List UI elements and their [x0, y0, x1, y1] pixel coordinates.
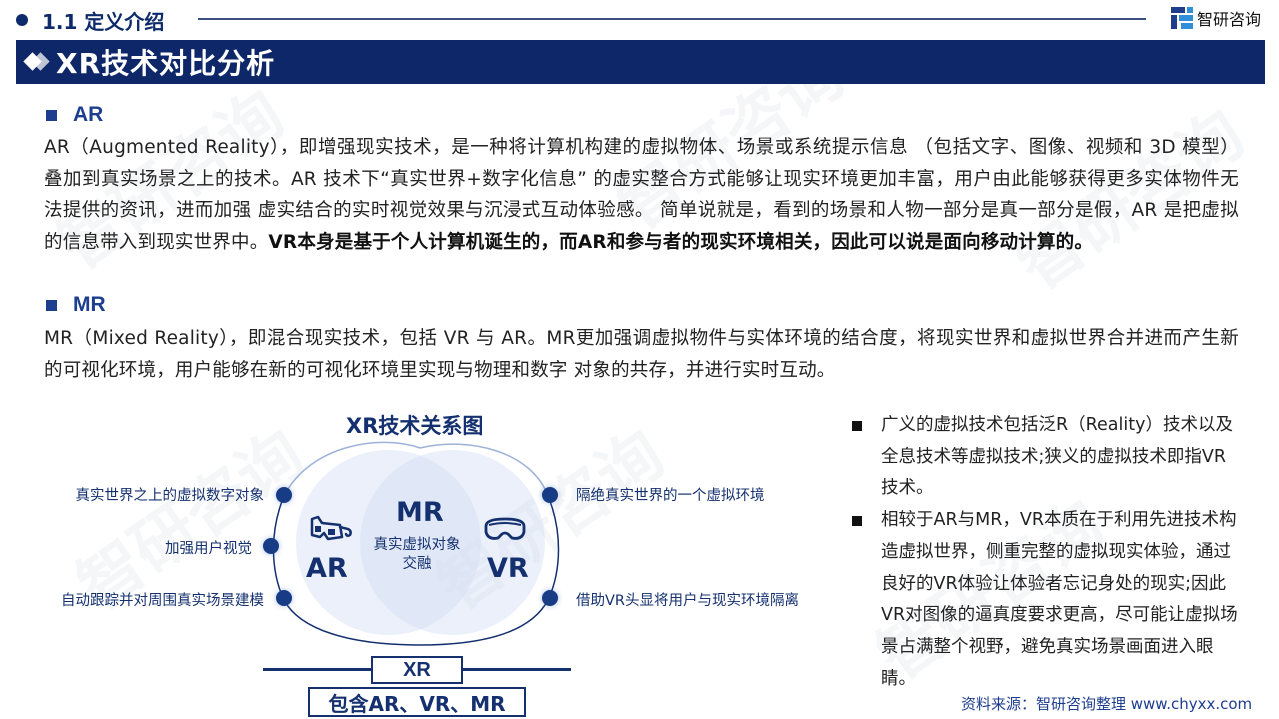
diagram-node — [276, 487, 292, 503]
xr-label-box: XR — [371, 656, 463, 684]
diagram-node — [542, 590, 558, 606]
vr-feature-label: 借助VR头显将用户与现实环境隔离 — [576, 593, 799, 609]
vr-goggles-icon — [484, 517, 526, 540]
mr-paragraph-text: MR（Mixed Reality），即混合现实技术，包括 VR 与 AR。MR更… — [44, 328, 1239, 381]
header-divider — [198, 18, 1146, 20]
ar-paragraph: AR（Augmented Reality），即增强现实技术，是一种将计算机构建的… — [44, 132, 1239, 258]
section-title: 1.1 定义介绍 — [42, 9, 165, 34]
diagram-node — [542, 487, 558, 503]
bullet-dot-icon — [16, 14, 28, 26]
vr-feature-label: 隔绝真实世界的一个虚拟环境 — [576, 488, 765, 504]
page-title: XR技术对比分析 — [56, 47, 276, 80]
section-header: 1.1 定义介绍 — [16, 6, 164, 34]
mr-label: MR — [396, 497, 444, 528]
xr-axis-line — [263, 668, 373, 671]
brand-name: 智研咨询 — [1197, 10, 1262, 29]
brand-logo: 智研咨询 — [1171, 6, 1261, 30]
includes-label-box: 包含AR、VR、MR — [308, 687, 526, 717]
title-banner: XR技术对比分析 — [16, 40, 1265, 84]
brand-logo-icon — [1171, 7, 1193, 29]
ar-label: AR — [306, 553, 348, 584]
diagram-node — [263, 538, 279, 554]
source-note: 资料来源：智研咨询整理 www.chyxx.com — [961, 695, 1253, 713]
ar-paragraph-bold: VR本身是基于个人计算机诞生的，而AR和参与者的现实环境相关，因此可以说是面向移… — [268, 231, 1094, 253]
mr-paragraph: MR（Mixed Reality），即混合现实技术，包括 VR 与 AR。MR更… — [44, 323, 1239, 386]
mr-heading-text: MR — [73, 293, 106, 316]
square-bullet-icon — [46, 109, 57, 121]
3d-glasses-icon — [310, 515, 352, 541]
ar-paragraph-text: AR（Augmented Reality），即增强现实技术，是一种将计算机构建的… — [44, 137, 1239, 253]
list-item: 相较于AR与MR，VR本质在于利用先进技术构造虚拟世界，侧重完整的虚拟现实体验，… — [852, 505, 1252, 695]
mr-description: 真实虚拟对象 交融 — [373, 537, 461, 572]
diamond-icon — [23, 52, 52, 72]
diagram-node — [276, 590, 292, 606]
ar-circle — [296, 450, 481, 635]
diagram-title: XR技术关系图 — [346, 414, 484, 438]
ar-feature-label: 自动跟踪并对周围真实场景建模 — [61, 593, 264, 609]
square-bullet-icon — [46, 299, 57, 311]
ar-heading: AR — [46, 103, 103, 127]
list-item: 广义的虚拟技术包括泛R（Reality）技术以及全息技术等虚拟技术;狭义的虚拟技… — [852, 410, 1252, 505]
xr-axis-line — [461, 668, 571, 671]
vr-label: VR — [487, 553, 529, 584]
mr-heading: MR — [46, 293, 106, 317]
ar-feature-label: 加强用户视觉 — [165, 541, 252, 557]
square-bullet-icon — [852, 421, 862, 431]
ar-heading-text: AR — [73, 103, 104, 126]
vr-circle — [360, 450, 545, 635]
vr-bullet-list: 广义的虚拟技术包括泛R（Reality）技术以及全息技术等虚拟技术;狭义的虚拟技… — [852, 410, 1252, 695]
ar-feature-label: 真实世界之上的虚拟数字对象 — [75, 488, 265, 504]
square-bullet-icon — [852, 516, 862, 527]
